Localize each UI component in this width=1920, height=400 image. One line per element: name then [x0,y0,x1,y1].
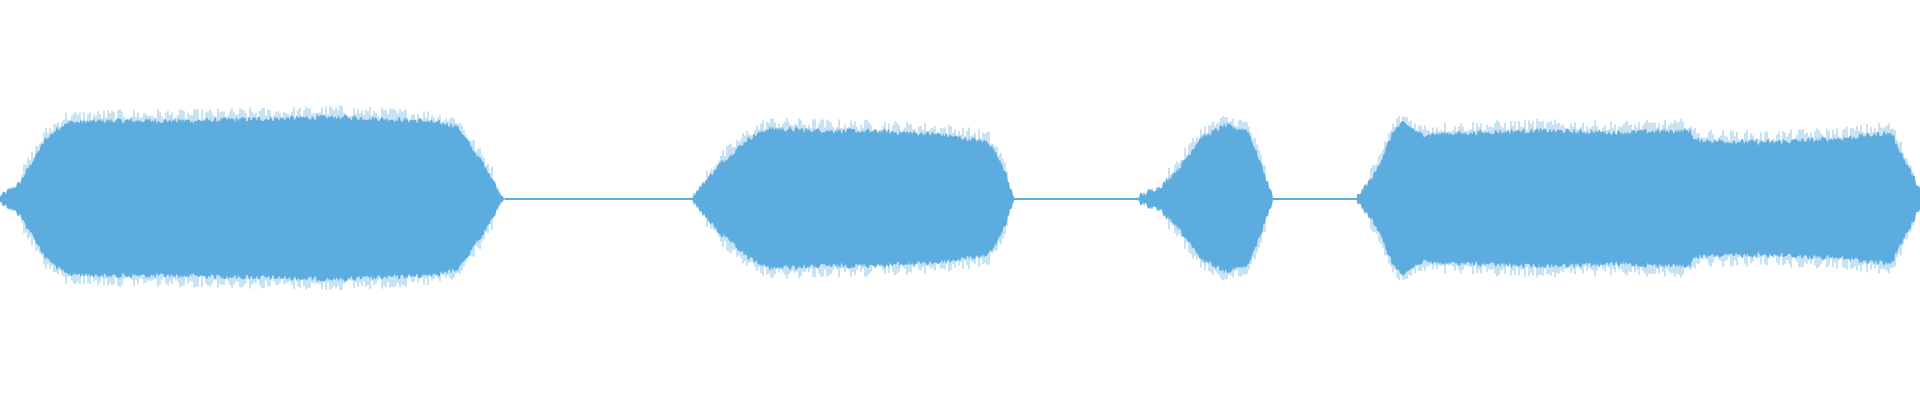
waveform-segment-3 [1137,116,1273,281]
waveform-silence-3 [1273,198,1357,200]
waveform-body [505,198,691,200]
waveform-segment-2 [691,117,1014,279]
waveform-silence-1 [505,198,691,200]
waveform-segment-1 [0,105,505,291]
waveform-body [691,125,1014,271]
waveform-body [1014,198,1137,200]
waveform-segment-4 [1357,116,1920,281]
waveform-segments [0,105,1920,291]
waveform-silence-2 [1014,198,1137,200]
waveform-body [1357,120,1920,276]
waveform-body [1273,198,1357,200]
